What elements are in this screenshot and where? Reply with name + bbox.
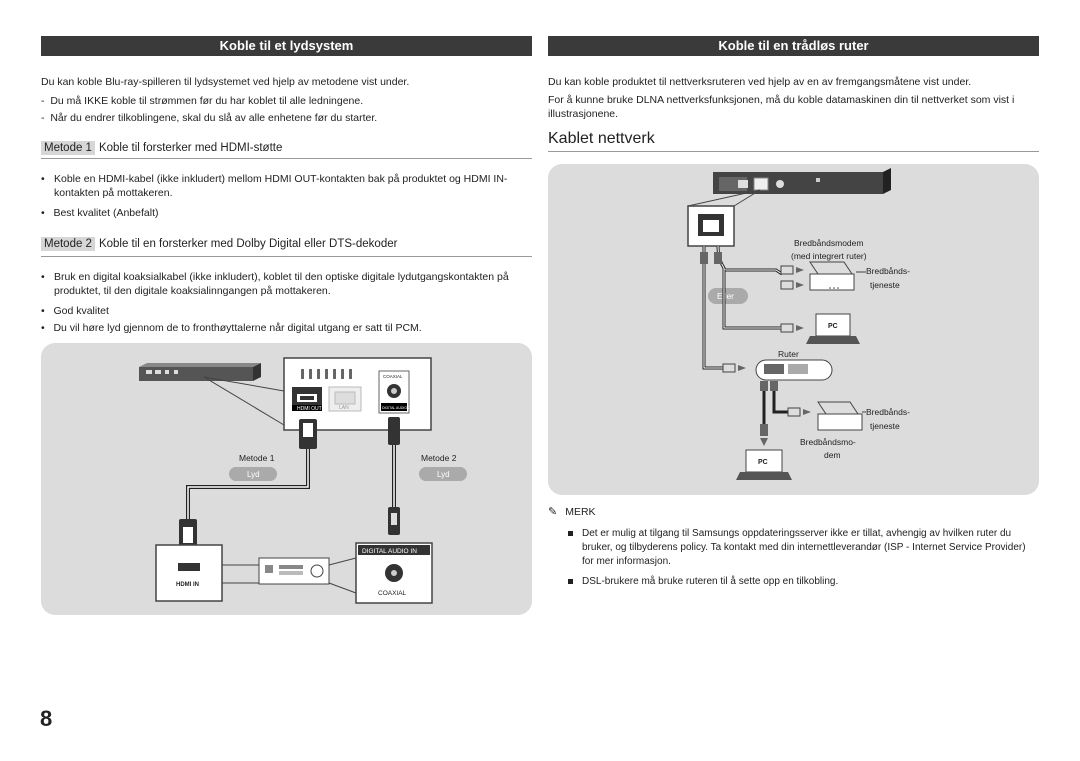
eller-pill <box>708 288 748 304</box>
method1-bullet-2: • Best kvalitet (Anbefalt) <box>41 207 159 219</box>
pc2-label: PC <box>758 459 768 466</box>
eller-label: Eller <box>717 291 734 301</box>
receiver-hdmi-in-zoom: HDMI IN <box>155 544 223 602</box>
laptop-pc2-icon: PC <box>736 449 792 480</box>
lyd1-label: Lyd <box>247 470 260 479</box>
broadband-modem2-icon <box>817 401 863 431</box>
square-bullet-icon <box>568 579 573 584</box>
lyd2-pill <box>419 467 467 481</box>
method2-bullet-1: • Bruk en digital koaksialkabel (ikke in… <box>41 270 511 298</box>
service2-label-2: tjeneste <box>870 421 900 431</box>
pc1-label: PC <box>828 323 838 330</box>
note-text: Det er mulig at tilgang til Samsungs opp… <box>582 528 1026 567</box>
lan-label: LAN <box>339 405 349 411</box>
bullet-text: Bruk en digital koaksialkabel (ikke inkl… <box>54 271 509 297</box>
bluray-player-icon <box>713 168 891 194</box>
note-text: DSL-brukere må bruke ruteren til å sette… <box>582 576 839 587</box>
ruter-label: Ruter <box>778 349 799 359</box>
section-banner-audio: Koble til et lydsystem <box>41 36 532 56</box>
kablet-nettverk-heading: Kablet nettverk <box>548 130 655 147</box>
router-intro-2: For å kunne bruke DLNA nettverksfunksjon… <box>548 94 1015 120</box>
note-heading: ✎ MERK <box>548 505 596 519</box>
service1-label-2: tjeneste <box>870 280 900 290</box>
coaxial-cable <box>388 417 400 535</box>
pencil-icon: ✎ <box>548 506 558 518</box>
router-intro-1: Du kan koble produktet til nettverksrute… <box>548 76 972 88</box>
method1-bullet-1: • Koble en HDMI-kabel (ikke inkludert) m… <box>41 172 521 200</box>
laptop-pc-icon: PC <box>806 313 860 344</box>
note-title: MERK <box>565 506 596 518</box>
digital-audio-out-label: DIGITAL AUDIO OUT <box>382 406 416 410</box>
coaxial-label: COAXIAL <box>378 590 407 597</box>
router-icon <box>755 359 833 381</box>
digital-audio-in-label: DIGITAL AUDIO IN <box>362 548 417 555</box>
broadband-modem-icon <box>809 261 855 291</box>
network-diagram-svg: Eller Bredbåndsmodem (med integrert rute… <box>687 168 910 480</box>
dash-note-text: Du må IKKE koble til strømmen før du har… <box>50 95 364 107</box>
dash-note-1: - Du må IKKE koble til strømmen før du h… <box>41 95 364 107</box>
bluray-player-icon <box>139 363 261 381</box>
lyd1-pill <box>229 467 277 481</box>
section-banner-router: Koble til en trådløs ruter <box>548 36 1039 56</box>
method2-label: Metode 2 <box>41 237 95 251</box>
hdmi-out-label: HDMI OUT <box>297 406 322 412</box>
modem2-label-2: dem <box>824 450 841 460</box>
method2-bullet-3: • Du vil høre lyd gjennom de to fronthøy… <box>41 322 422 334</box>
method2-title: Koble til en forsterker med Dolby Digita… <box>98 238 398 250</box>
audio-diagram-svg: HDMI OUT LAN COAXIAL DIGITAL AUDIO OUT <box>139 357 467 604</box>
note-item-2: DSL-brukere må bruke ruteren til å sette… <box>568 575 838 589</box>
hdmi-cable <box>179 419 317 549</box>
service2-label-1: Bredbånds- <box>866 407 910 417</box>
dash-note-2: - Når du endrer tilkoblingene, skal du s… <box>41 112 378 124</box>
bullet-text: God kvalitet <box>53 305 109 317</box>
method2-rule <box>41 256 532 257</box>
note-item-1: Det er mulig at tilgang til Samsungs opp… <box>568 527 1038 569</box>
hdmi-in-label: HDMI IN <box>176 582 199 588</box>
modem-label-2: (med integrert ruter) <box>791 251 867 261</box>
method2-bullet-2: • God kvalitet <box>41 305 109 317</box>
method1-title: Koble til forsterker med HDMI-støtte <box>98 142 283 154</box>
receiver-digital-in-zoom: DIGITAL AUDIO IN COAXIAL <box>355 542 433 604</box>
av-receiver-icon <box>258 557 330 585</box>
method1-label: Metode 1 <box>41 141 95 155</box>
metode1-diagram-label: Metode 1 <box>239 453 275 463</box>
modem2-label-1: Bredbåndsmo- <box>800 437 856 447</box>
metode2-diagram-label: Metode 2 <box>421 453 457 463</box>
service1-label-1: Bredbånds- <box>866 266 910 276</box>
lyd2-label: Lyd <box>437 470 450 479</box>
bullet-text: Koble en HDMI-kabel (ikke inkludert) mel… <box>54 173 508 199</box>
lan-port-zoom <box>687 205 735 247</box>
bullet-text: Du vil høre lyd gjennom de to fronthøytt… <box>53 322 422 334</box>
rear-panel-zoom: HDMI OUT LAN COAXIAL DIGITAL AUDIO OUT <box>283 357 432 431</box>
square-bullet-icon <box>568 531 573 536</box>
method1-rule <box>41 158 532 159</box>
page-number: 8 <box>40 706 53 731</box>
intro-text: Du kan koble Blu-ray-spilleren til lydsy… <box>41 76 410 88</box>
audio-connection-diagram: HDMI OUT LAN COAXIAL DIGITAL AUDIO OUT <box>41 343 532 615</box>
dash-note-text: Når du endrer tilkoblingene, skal du slå… <box>50 112 378 124</box>
coaxial-top-label: COAXIAL <box>383 374 403 379</box>
network-connection-diagram: Eller Bredbåndsmodem (med integrert rute… <box>548 164 1039 495</box>
kablet-rule <box>548 151 1039 152</box>
bullet-text: Best kvalitet (Anbefalt) <box>53 207 159 219</box>
modem-label-1: Bredbåndsmodem <box>794 238 863 248</box>
